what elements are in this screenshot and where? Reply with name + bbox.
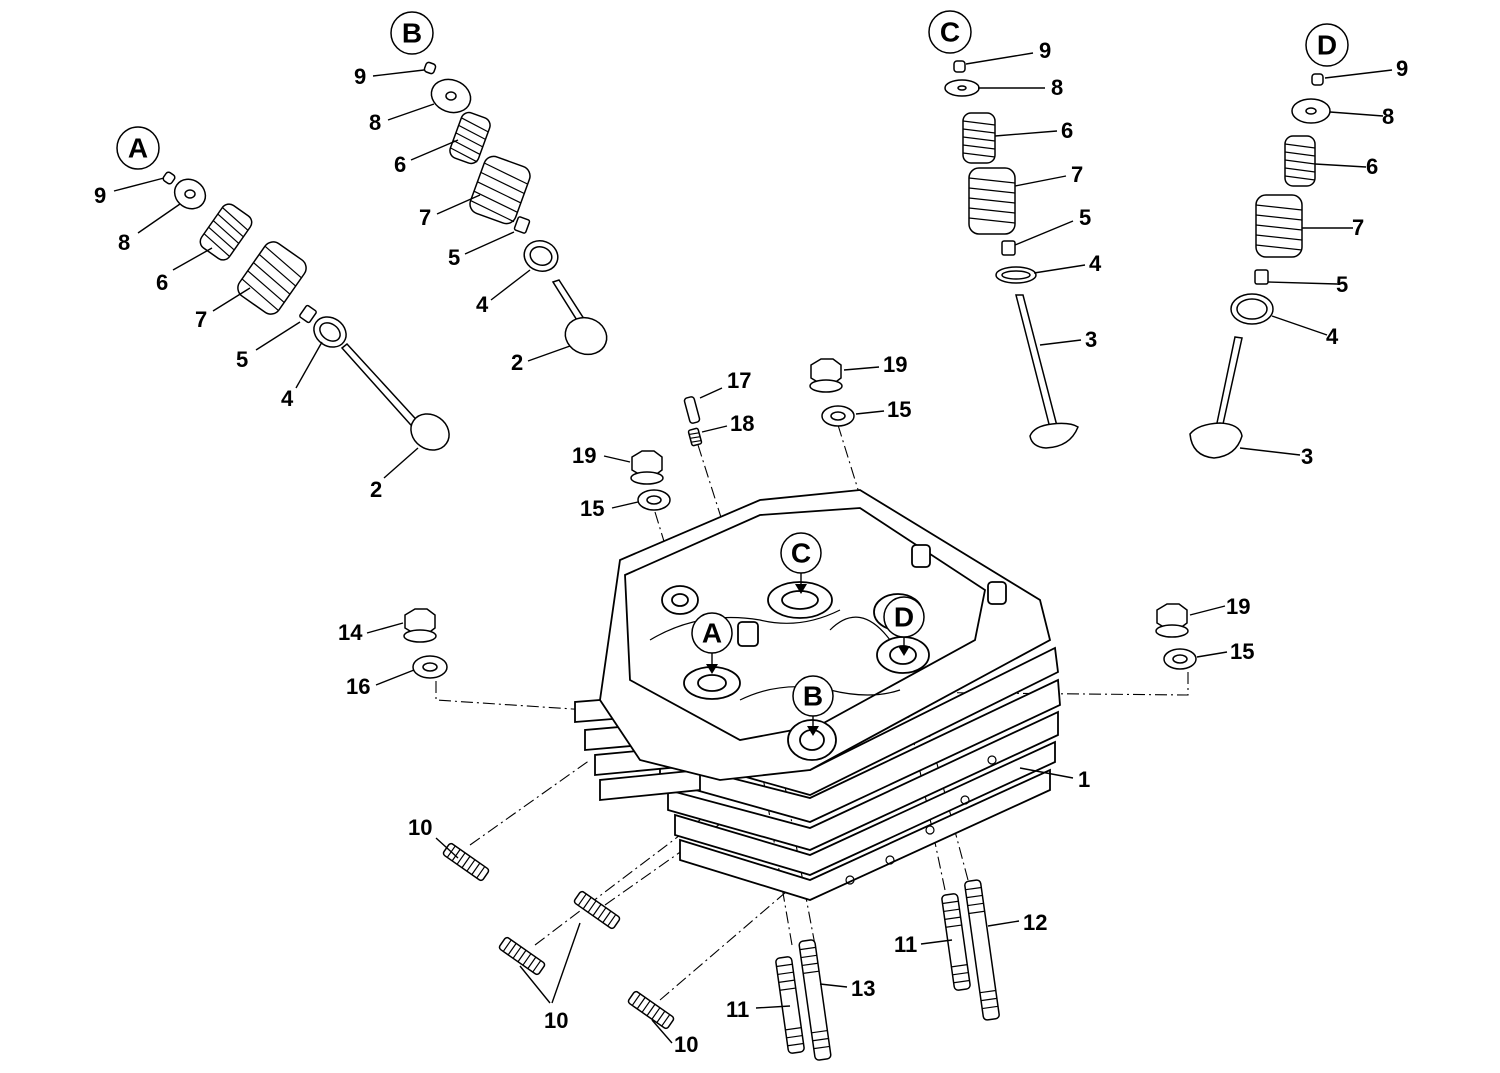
label-b-6: 6 [394,152,406,177]
head-leaders [366,366,1228,1044]
head-callout-c: C [791,538,811,569]
label-b-8: 8 [369,110,381,135]
valve-assembly-c: C [928,10,1086,449]
callout-a: A [128,133,148,164]
label-c-7: 7 [1071,162,1083,187]
label-15-right: 15 [1230,639,1254,664]
callout-b: B [402,18,422,49]
label-c-5: 5 [1079,205,1091,230]
valve-assembly-a: A [113,126,450,479]
label-c-3: 3 [1085,327,1097,352]
cylinder-head [574,489,1061,901]
label-a-6: 6 [156,270,168,295]
label-1: 1 [1078,767,1090,792]
label-15-top: 15 [887,397,911,422]
label-10-top: 10 [408,815,432,840]
label-d-4: 4 [1326,324,1339,349]
label-17: 17 [727,368,751,393]
label-d-9: 9 [1396,56,1408,81]
head-callout-a: A [702,618,722,649]
label-19-top: 19 [883,352,907,377]
fasteners [403,358,1197,1061]
label-15-left: 15 [580,496,604,521]
label-16: 16 [346,674,370,699]
labels-a: 9 8 6 7 5 4 2 [94,183,382,502]
head-labels: 17 18 19 15 19 15 14 16 19 15 1 10 10 10… [338,352,1254,1057]
label-14: 14 [338,620,363,645]
label-c-6: 6 [1061,118,1073,143]
label-d-7: 7 [1352,215,1364,240]
label-b-4: 4 [476,292,489,317]
label-13: 13 [851,976,875,1001]
callout-circle-c [928,10,972,54]
labels-c: 9 8 6 7 5 4 3 [1039,38,1102,352]
label-c-8: 8 [1051,75,1063,100]
label-a-4: 4 [281,386,294,411]
label-11-front: 11 [726,997,749,1022]
label-11-right: 11 [894,932,917,957]
label-d-6: 6 [1366,154,1378,179]
label-b-5: 5 [448,245,460,270]
label-19-left: 19 [572,443,596,468]
valve-assembly-d: D [1189,23,1393,459]
label-a-8: 8 [118,230,130,255]
label-c-9: 9 [1039,38,1051,63]
label-b-7: 7 [419,205,431,230]
label-18: 18 [730,411,754,436]
label-10-mid: 10 [544,1008,568,1033]
label-b-9: 9 [354,64,366,89]
label-d-3: 3 [1301,444,1313,469]
callout-circle-d [1305,23,1349,67]
label-d-5: 5 [1336,272,1348,297]
label-d-8: 8 [1382,104,1394,129]
callout-circle-b [390,11,434,55]
labels-b: 9 8 6 7 5 4 2 [354,64,523,375]
label-a-5: 5 [236,347,248,372]
label-c-4: 4 [1089,251,1102,276]
label-19-right: 19 [1226,594,1250,619]
callout-circle-a [116,126,160,170]
labels-d: 9 8 6 7 5 4 3 [1301,56,1408,469]
label-12: 12 [1023,910,1047,935]
label-a-2: 2 [370,477,382,502]
label-10-bottom: 10 [674,1032,698,1057]
callout-d: D [1317,30,1337,61]
callout-c: C [940,17,960,48]
head-callout-b: B [803,681,823,712]
head-callouts: C A D B [691,532,925,736]
head-callout-d: D [894,602,914,633]
valve-assembly-b: B [372,11,608,362]
label-a-9: 9 [94,183,106,208]
label-b-2: 2 [511,350,523,375]
label-a-7: 7 [195,307,207,332]
